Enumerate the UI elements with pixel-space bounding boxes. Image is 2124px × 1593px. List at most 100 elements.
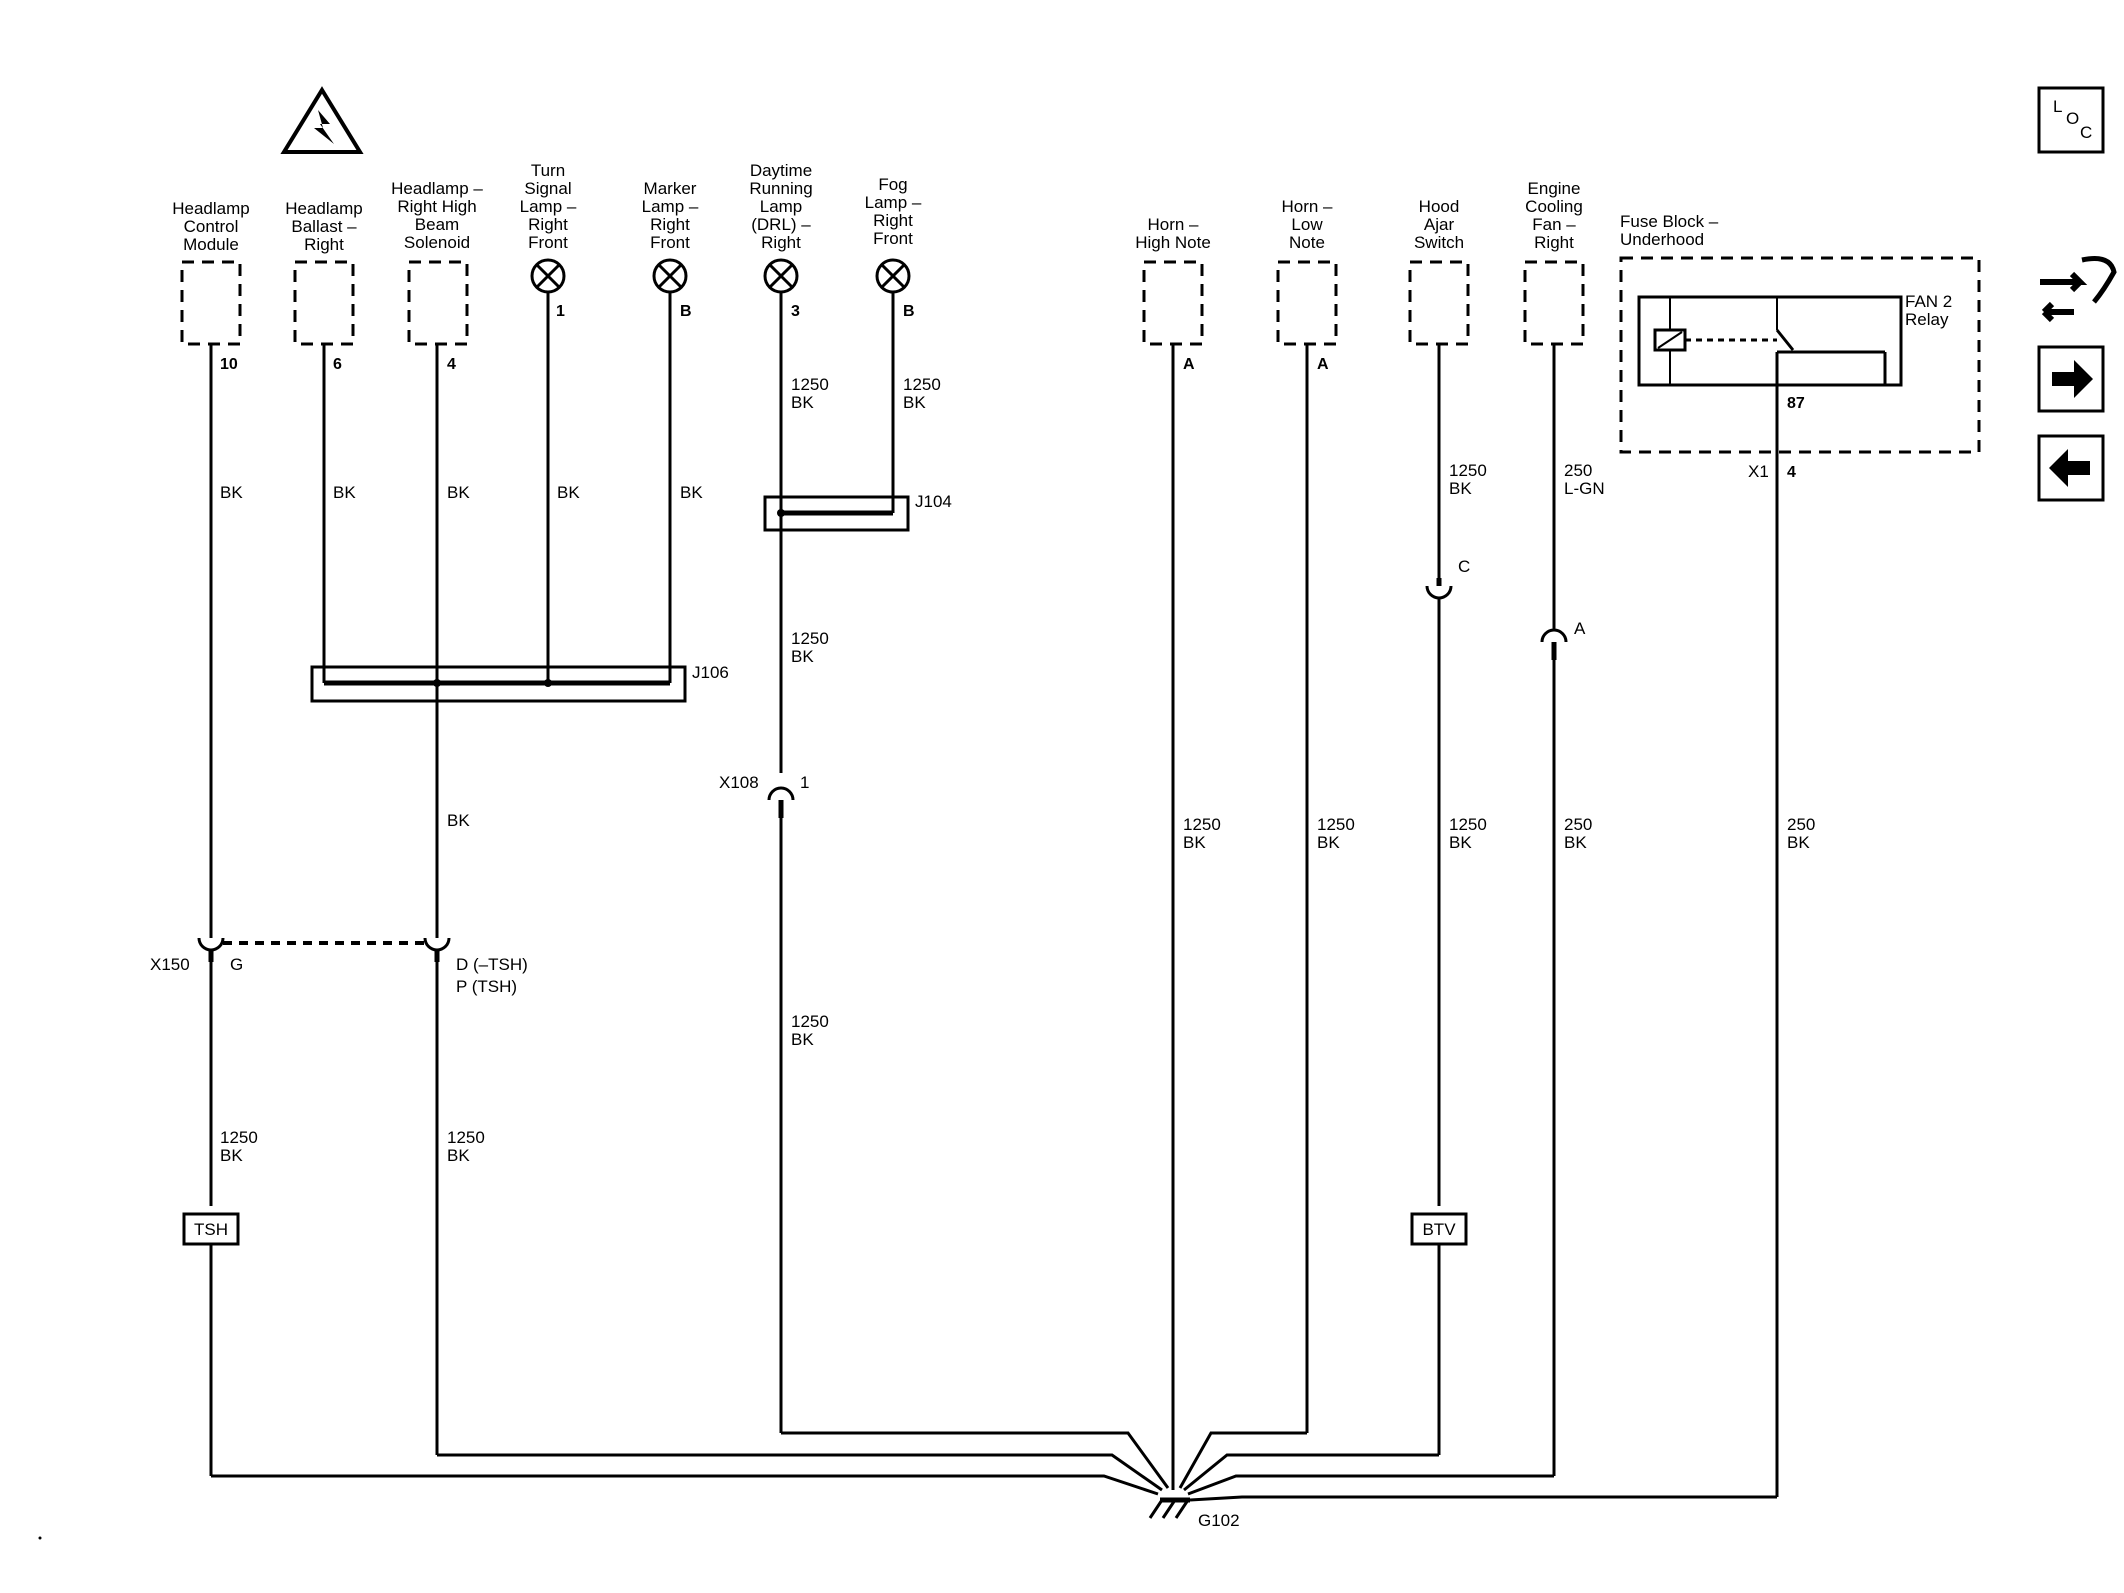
- svg-text:BK: BK: [1787, 833, 1810, 852]
- lightning-warning-icon: [280, 86, 364, 154]
- svg-text:Right: Right: [761, 233, 801, 252]
- svg-text:B: B: [903, 303, 915, 320]
- svg-text:Right: Right: [873, 211, 913, 230]
- svg-text:G: G: [230, 955, 243, 974]
- svg-text:BK: BK: [1564, 833, 1587, 852]
- svg-text:BK: BK: [791, 393, 814, 412]
- svg-text:A: A: [1183, 356, 1195, 373]
- svg-text:Headlamp: Headlamp: [172, 199, 250, 218]
- headlamp-ballast-right: Headlamp Ballast – Right 6: [285, 199, 363, 373]
- svg-text:L-GN: L-GN: [1564, 479, 1605, 498]
- svg-text:Fog: Fog: [878, 175, 907, 194]
- svg-text:BK: BK: [1449, 833, 1472, 852]
- svg-text:Front: Front: [650, 233, 690, 252]
- svg-text:Engine: Engine: [1528, 179, 1581, 198]
- svg-text:Switch: Switch: [1414, 233, 1464, 252]
- svg-text:1250: 1250: [791, 1012, 829, 1031]
- svg-text:Horn –: Horn –: [1147, 215, 1199, 234]
- svg-text:J106: J106: [692, 663, 729, 682]
- svg-text:Daytime: Daytime: [750, 161, 812, 180]
- connector-x108: X108 1 1250 BK: [719, 773, 829, 1433]
- svg-text:High Note: High Note: [1135, 233, 1211, 252]
- svg-text:BK: BK: [447, 483, 470, 502]
- svg-text:Lamp –: Lamp –: [642, 197, 699, 216]
- splice-j106: J106 BK: [310, 663, 729, 830]
- svg-text:X150: X150: [150, 955, 190, 974]
- svg-text:Right: Right: [528, 215, 568, 234]
- lower-left-wires: 1250 BK 1250 BK: [209, 962, 485, 1455]
- headlamp-control-module: Headlamp Control Module 10: [172, 199, 250, 373]
- svg-text:Beam: Beam: [415, 215, 459, 234]
- svg-text:BK: BK: [220, 1146, 243, 1165]
- svg-text:Right: Right: [1534, 233, 1574, 252]
- svg-text:Lamp –: Lamp –: [865, 193, 922, 212]
- svg-text:BTV: BTV: [1422, 1220, 1456, 1239]
- svg-text:1: 1: [556, 303, 565, 320]
- svg-text:BK: BK: [1449, 479, 1472, 498]
- bk-wire-labels: BK BK BK BK BK: [220, 483, 703, 502]
- turn-signal-lamp-right-front: Turn Signal Lamp – Right Front 1: [520, 161, 577, 320]
- svg-text:L: L: [2053, 97, 2062, 116]
- svg-text:Horn –: Horn –: [1281, 197, 1333, 216]
- svg-text:3: 3: [791, 303, 800, 320]
- marker-lamp-right-front: Marker Lamp – Right Front B: [642, 179, 699, 320]
- svg-text:Right High: Right High: [397, 197, 476, 216]
- svg-text:1250: 1250: [1449, 815, 1487, 834]
- svg-text:1250: 1250: [791, 375, 829, 394]
- svg-text:BK: BK: [333, 483, 356, 502]
- svg-text:Fuse Block –: Fuse Block –: [1620, 212, 1719, 231]
- svg-text:1250: 1250: [1183, 815, 1221, 834]
- svg-text:A: A: [1574, 619, 1586, 638]
- option-btv: BTV: [1410, 1212, 1468, 1455]
- svg-text:Headlamp: Headlamp: [285, 199, 363, 218]
- hood-ajar-switch: Hood Ajar Switch 1250 BK C 1250 BK: [1408, 197, 1487, 1206]
- svg-text:Right: Right: [650, 215, 690, 234]
- svg-text:Note: Note: [1289, 233, 1325, 252]
- connector-x150: X150 G D (–TSH) P (TSH): [150, 937, 528, 996]
- svg-text:X1: X1: [1748, 462, 1769, 481]
- svg-text:Control: Control: [184, 217, 239, 236]
- svg-text:Underhood: Underhood: [1620, 230, 1704, 249]
- next-arrow-icon[interactable]: [2037, 345, 2105, 413]
- svg-text:FAN 2: FAN 2: [1905, 292, 1952, 311]
- svg-text:Solenoid: Solenoid: [404, 233, 470, 252]
- svg-text:BK: BK: [1183, 833, 1206, 852]
- svg-text:BK: BK: [447, 811, 470, 830]
- svg-text:Front: Front: [528, 233, 568, 252]
- svg-text:4: 4: [447, 356, 456, 373]
- daytime-running-lamp-right: Daytime Running Lamp (DRL) – Right 3: [749, 161, 812, 320]
- svg-text:Marker: Marker: [644, 179, 697, 198]
- svg-text:BK: BK: [791, 647, 814, 666]
- svg-text:87: 87: [1787, 395, 1805, 412]
- svg-text:BK: BK: [680, 483, 703, 502]
- svg-text:BK: BK: [557, 483, 580, 502]
- svg-text:BK: BK: [220, 483, 243, 502]
- left-wires: [209, 292, 895, 938]
- loc-icon[interactable]: L O C: [2037, 86, 2105, 154]
- svg-text:4: 4: [1787, 464, 1796, 481]
- horn-low-note: Horn – Low Note A 1250 BK: [1276, 197, 1355, 1433]
- svg-text:Fan –: Fan –: [1532, 215, 1576, 234]
- drl-fog-wires: 1250 BK 1250 BK J104 1250 BK: [763, 375, 952, 666]
- svg-text:1250: 1250: [220, 1128, 258, 1147]
- horn-high-note: Horn – High Note A 1250 BK: [1135, 215, 1221, 1490]
- wrench-car-icon[interactable]: [2040, 256, 2117, 323]
- svg-text:P (TSH): P (TSH): [456, 977, 517, 996]
- svg-text:TSH: TSH: [194, 1220, 228, 1239]
- previous-arrow-icon[interactable]: [2037, 434, 2105, 502]
- svg-text:Lamp –: Lamp –: [520, 197, 577, 216]
- svg-text:250: 250: [1787, 815, 1815, 834]
- svg-text:Headlamp –: Headlamp –: [391, 179, 483, 198]
- svg-text:Lamp: Lamp: [760, 197, 803, 216]
- fog-lamp-right-front: Fog Lamp – Right Front B: [865, 175, 922, 320]
- svg-text:10: 10: [220, 356, 238, 373]
- svg-text:O: O: [2066, 109, 2079, 128]
- svg-text:C: C: [2080, 123, 2092, 142]
- svg-text:(DRL) –: (DRL) –: [751, 215, 811, 234]
- svg-text:Hood: Hood: [1419, 197, 1460, 216]
- svg-text:1250: 1250: [1317, 815, 1355, 834]
- svg-text:Ballast –: Ballast –: [291, 217, 357, 236]
- svg-text:B: B: [680, 303, 692, 320]
- svg-text:Turn: Turn: [531, 161, 565, 180]
